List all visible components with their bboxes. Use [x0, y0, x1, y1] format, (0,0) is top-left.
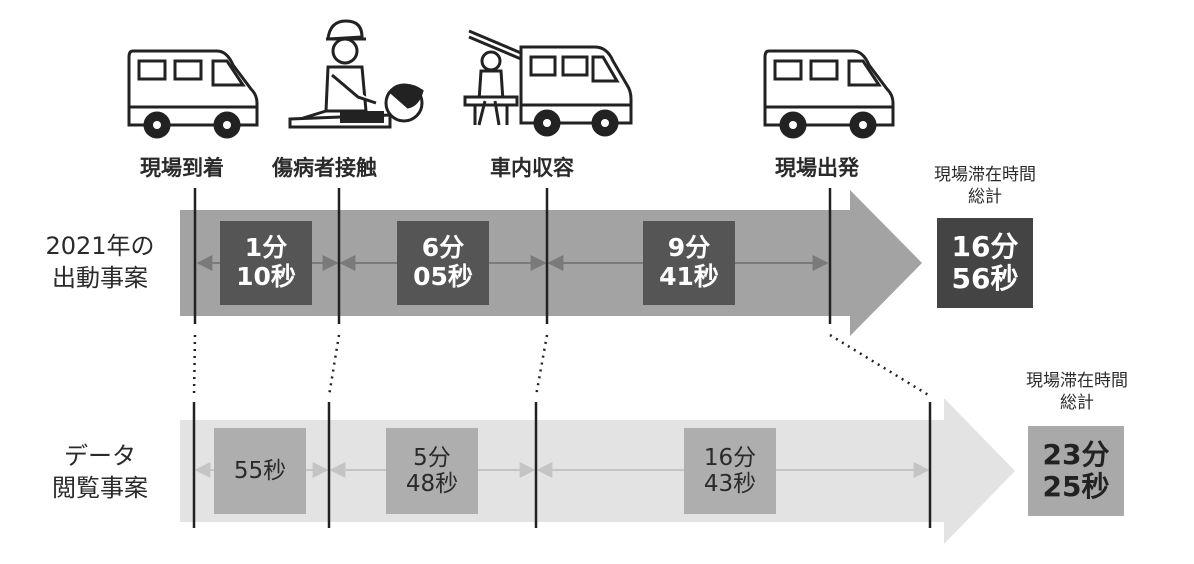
row2-total-title-line1: 現場滞在時間 [1026, 371, 1128, 391]
row1-duration-sec: 41秒 [659, 262, 719, 291]
row1-label: 2021年の 出動事案 [30, 230, 170, 294]
row1-total-sec: 56秒 [951, 262, 1019, 295]
ambulance-departing-icon [763, 49, 895, 139]
row1-duration-min: 6分 [421, 233, 465, 263]
dotted-connector [534, 334, 549, 397]
row1-duration-min: 9分 [667, 233, 711, 263]
dotted-connector [829, 333, 931, 398]
stage-label-patient-contact: 傷病者接触 [272, 156, 377, 180]
stage-label-arrival: 現場到着 [140, 156, 224, 180]
row2-duration-min: 16分 [703, 444, 757, 471]
paramedic-cpr-icon [288, 19, 424, 129]
row2-total-title-line2: 総計 [1060, 393, 1094, 413]
stage-label-loading: 車内収容 [490, 156, 574, 180]
row1-total-min: 16分 [951, 229, 1019, 263]
row2-duration-box: 5分 48秒 [386, 428, 478, 514]
row2-label: データ 閲覧事案 [30, 440, 170, 504]
row1-total-title-line2: 総計 [968, 187, 1002, 207]
dotted-connector [192, 334, 197, 397]
row2-duration-sec: 48秒 [405, 471, 459, 497]
row2-total-box: 23分 25秒 [1028, 426, 1124, 516]
row1-label-line1: 2021年の [45, 232, 155, 260]
row2-label-line1: データ [64, 442, 136, 470]
row1-duration-box: 6分 05秒 [397, 221, 489, 305]
row2-duration-sec: 43秒 [703, 471, 757, 497]
ambulance-icon [127, 49, 259, 139]
row1-label-line2: 出動事案 [52, 264, 148, 292]
row1-total-box: 16分 56秒 [937, 218, 1033, 308]
row2-total-title: 現場滞在時間 総計 [1012, 370, 1142, 414]
dotted-connector [327, 334, 341, 397]
row1-total-title: 現場滞在時間 総計 [920, 164, 1050, 208]
row2-duration-min: 55秒 [233, 457, 287, 484]
row1-duration-sec: 10秒 [236, 262, 296, 291]
row1-duration-box: 1分 10秒 [220, 221, 312, 305]
row1-duration-sec: 05秒 [413, 262, 473, 291]
row2-total-min: 23分 [1042, 437, 1110, 471]
row2-duration-box: 16分 43秒 [684, 428, 776, 514]
row2-duration-min: 5分 [413, 444, 451, 471]
row1-duration-box: 9分 41秒 [643, 221, 735, 305]
stage-label-departure: 現場出発 [775, 156, 859, 180]
row2-total-sec: 25秒 [1042, 470, 1110, 503]
ambulance-loading-stretcher-icon [463, 29, 633, 137]
row1-total-title-line1: 現場滞在時間 [934, 165, 1036, 185]
row1-duration-min: 1分 [244, 233, 288, 263]
row2-duration-box: 55秒 [214, 428, 306, 514]
row2-label-line2: 閲覧事案 [52, 474, 148, 502]
